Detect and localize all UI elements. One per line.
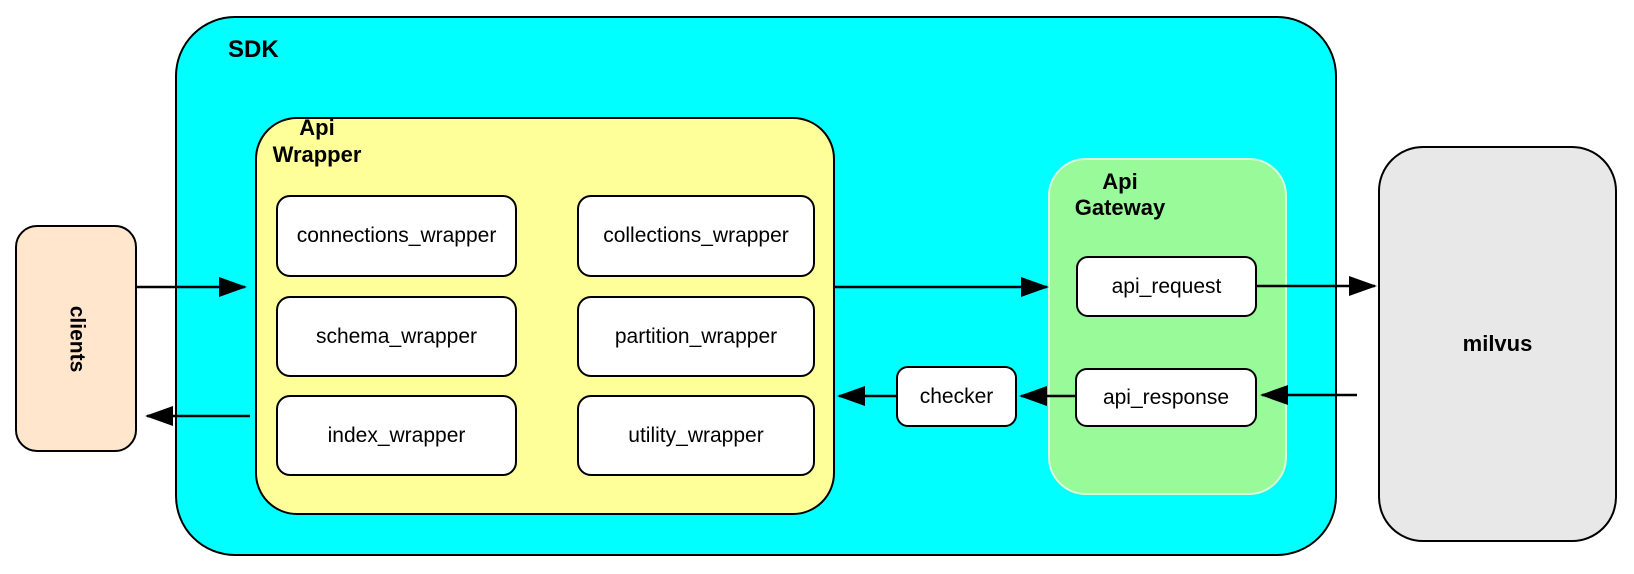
api-request-node: api_request <box>1076 256 1257 317</box>
connections-wrapper-node: connections_wrapper <box>276 195 517 277</box>
api-wrapper-label: Api Wrapper <box>272 115 362 167</box>
index-wrapper-node: index_wrapper <box>276 395 517 476</box>
sdk-label: SDK <box>228 36 279 63</box>
partition-wrapper-node: partition_wrapper <box>577 296 815 377</box>
collections-wrapper-node: collections_wrapper <box>577 195 815 277</box>
milvus-node: milvus <box>1378 146 1617 542</box>
utility-wrapper-node: utility_wrapper <box>577 395 815 476</box>
api-response-node: api_response <box>1075 368 1257 427</box>
clients-node: clients <box>15 225 137 452</box>
api-gateway-label: Api Gateway <box>1074 169 1166 220</box>
schema-wrapper-node: schema_wrapper <box>276 296 517 377</box>
api-gateway-container <box>1048 158 1287 495</box>
milvus-label: milvus <box>1462 331 1533 356</box>
clients-label: clients <box>65 305 88 372</box>
checker-node: checker <box>896 366 1017 427</box>
